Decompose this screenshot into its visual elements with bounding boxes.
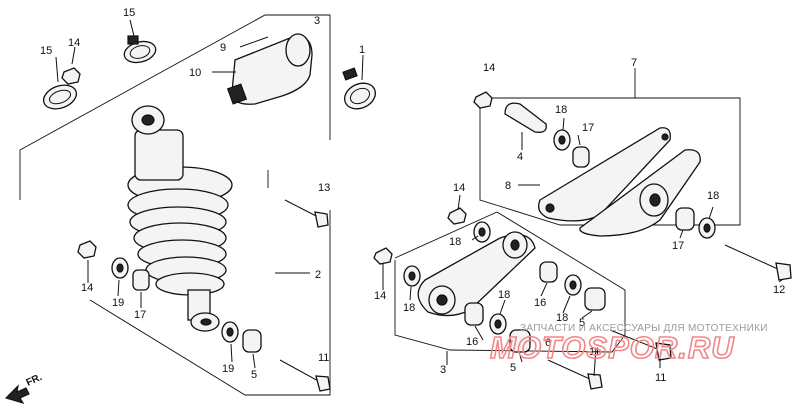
- nut-lower-left: [77, 240, 97, 259]
- callout-18-link-top: 18: [449, 236, 461, 248]
- dust-seal-19: [111, 257, 129, 279]
- bolt-11-right: [609, 329, 672, 361]
- nut-14-left: [373, 247, 393, 265]
- callout-18-top: 18: [555, 104, 567, 116]
- seal-18-link-left: [403, 265, 421, 287]
- shock-link-3: [417, 231, 536, 317]
- callout-9: 9: [220, 42, 226, 54]
- callout-14-left: 14: [374, 290, 386, 302]
- callout-10: 10: [189, 67, 201, 79]
- shock-spring: [127, 166, 233, 296]
- seal-18-link-top: [473, 221, 491, 243]
- watermark-logo: MOTOSPOR.RU: [490, 330, 735, 365]
- bolt-13: [284, 199, 329, 228]
- callout-5-mid: 5: [579, 317, 585, 329]
- callout-13: 13: [318, 182, 330, 194]
- callout-2: 2: [315, 269, 321, 281]
- callout-7: 7: [631, 57, 637, 69]
- front-direction-label: FR.: [25, 372, 44, 389]
- reservoir-tank: [226, 33, 313, 105]
- collar-5-left: [242, 329, 262, 353]
- callout-5-left: 5: [251, 369, 257, 381]
- callout-8: 8: [505, 180, 511, 192]
- shock-arm-plate-7: [537, 127, 701, 237]
- watermark-tagline: ЗАПЧАСТИ И АКСЕССУАРЫ ДЛЯ МОТОТЕХНИКИ: [520, 323, 768, 334]
- callout-11-middle: 11: [589, 346, 600, 358]
- callout-4: 4: [517, 151, 523, 163]
- callout-14-lower-left: 14: [81, 282, 93, 294]
- callout-14-top-left: 14: [68, 37, 80, 49]
- hose-clamp-top: [123, 35, 157, 64]
- callout-1: 1: [359, 44, 365, 56]
- hose-clamp-right: [342, 67, 377, 110]
- seal-18-lower: [489, 313, 507, 335]
- nut-14-top: [473, 91, 493, 109]
- callout-3: 3: [440, 364, 446, 376]
- nut-14-middle: [447, 207, 467, 225]
- callout-17-right: 17: [672, 240, 684, 252]
- callout-18-link-left: 18: [403, 302, 415, 314]
- shock-absorber-group: [19, 14, 377, 396]
- linkage-group: [373, 68, 792, 390]
- bushing-17-left: [132, 269, 150, 291]
- seal-18-right: [698, 217, 716, 239]
- callout-15-left: 15: [40, 45, 52, 57]
- callout-18-lower: 18: [498, 289, 510, 301]
- callout-labels: 15 15 14 9 10 3 1 13 2 14 19 17 19 5 11 …: [40, 7, 785, 384]
- callout-18-mid: 18: [556, 312, 568, 324]
- callout-18-right: 18: [707, 190, 719, 202]
- callout-11-left: 11: [318, 352, 329, 364]
- bolt-12: [724, 244, 792, 281]
- bushing-16-mid: [539, 261, 558, 283]
- front-direction-arrow: FR.: [4, 372, 44, 405]
- callout-6: 6: [545, 337, 551, 349]
- callout-11-right: 11: [655, 372, 666, 384]
- bushing-17-right: [675, 207, 695, 231]
- bolt-11-left: [279, 359, 331, 392]
- callout-12: 12: [773, 284, 785, 296]
- callout-17-left: 17: [134, 309, 146, 321]
- callout-5-lower: 5: [510, 362, 516, 374]
- hose-clamp-left: [42, 84, 78, 110]
- callout-17-top: 17: [582, 122, 594, 134]
- callout-14-top-right: 14: [483, 62, 495, 74]
- callout-16-lower: 16: [466, 336, 478, 348]
- seal-18-top: [553, 129, 571, 151]
- callout-19-lower: 19: [222, 363, 234, 375]
- collar-16-lower: [464, 302, 484, 326]
- callout-3-top: 3: [314, 15, 320, 27]
- shock-body: [131, 105, 220, 332]
- bolt-11-middle: [547, 359, 603, 390]
- callout-19-left: 19: [112, 297, 124, 309]
- callout-14-middle: 14: [453, 182, 465, 194]
- collar-5-mid: [584, 287, 606, 311]
- callout-16-mid: 16: [534, 297, 546, 309]
- collar-4: [504, 102, 547, 133]
- seal-18-mid: [564, 274, 582, 296]
- collar-5-lower: [509, 329, 531, 353]
- nut-top-left: [61, 67, 81, 85]
- seal-19-lower: [221, 321, 239, 343]
- callout-15-top: 15: [123, 7, 135, 19]
- bushing-17-top: [572, 146, 590, 168]
- watermark: ЗАПЧАСТИ И АКСЕССУАРЫ ДЛЯ МОТОТЕХНИКИ MO…: [489, 323, 768, 366]
